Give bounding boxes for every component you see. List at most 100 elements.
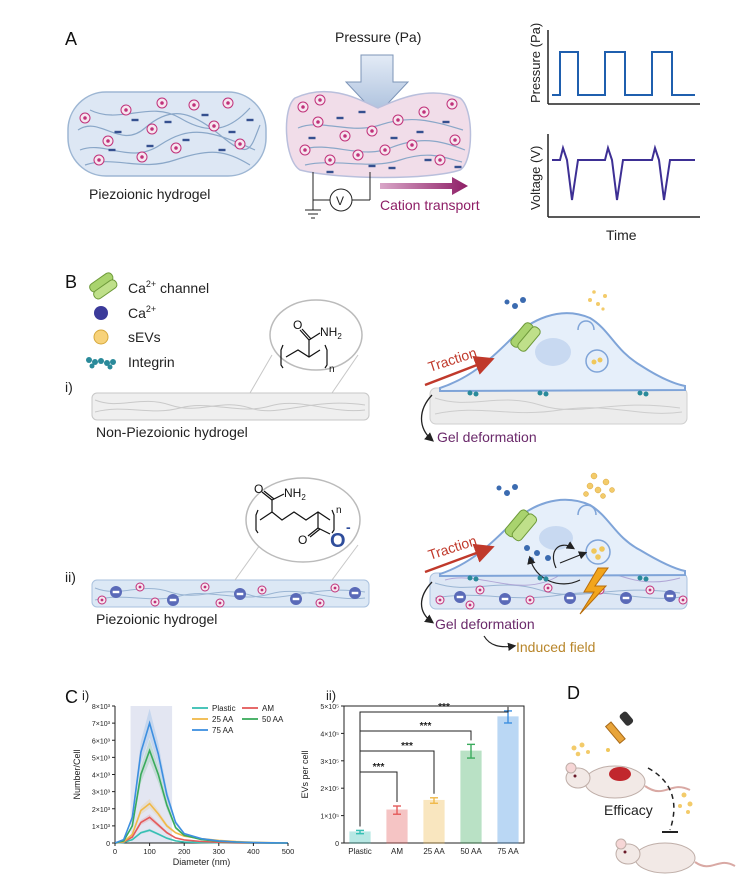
gel-deformation-label-ii: Gel deformation	[435, 616, 535, 632]
piezoionic-gel-caption: Piezoionic hydrogel	[89, 186, 210, 202]
integrin-icon	[467, 390, 649, 397]
dropper-icon	[604, 711, 634, 752]
anion-group	[110, 586, 361, 606]
x-tick-label: 100	[143, 847, 156, 856]
x-tick-label: Plastic	[348, 847, 372, 856]
cation-transport-arrow	[380, 177, 468, 195]
anion-icon	[326, 170, 334, 174]
anion-icon	[290, 593, 302, 605]
sev-icon	[93, 329, 109, 345]
y-tick-label: 1×10³	[92, 824, 111, 831]
anion-icon	[201, 113, 209, 117]
panel-d-letter: D	[567, 683, 580, 703]
cation-icon	[339, 130, 351, 142]
y-tick-label: 5×10⁵	[320, 704, 339, 711]
anion-icon	[388, 166, 396, 170]
anion-icon	[454, 591, 466, 603]
legend-ca-channel: Ca2+ channel	[89, 272, 209, 300]
chem-i-n: n	[329, 364, 335, 375]
cation-transport-label: Cation transport	[380, 197, 480, 213]
panel-d: D Efficacy	[565, 683, 736, 874]
cation-group	[79, 97, 246, 166]
chem-i-o: O	[293, 318, 302, 332]
vesicle	[585, 539, 611, 565]
cation-icon	[543, 583, 553, 593]
cation-icon	[257, 585, 267, 595]
signal-arrow	[527, 555, 581, 585]
nucleus	[539, 526, 573, 550]
anion-icon	[390, 136, 398, 140]
cation-icon	[215, 598, 225, 608]
row-i-label: i)	[65, 379, 73, 395]
cation-icon	[200, 582, 210, 592]
x-tick-label: 0	[113, 847, 117, 856]
cation-icon	[156, 97, 168, 109]
traction-arrow	[424, 543, 495, 574]
anion-group	[108, 113, 254, 152]
cation-icon	[379, 144, 391, 156]
cation-icon	[324, 154, 336, 166]
legend-label: Plastic	[212, 704, 236, 713]
cation-icon	[434, 154, 446, 166]
chem-ii-o2: O	[298, 533, 307, 547]
y-tick-label: 6×10³	[92, 738, 111, 745]
piezoionic-gel-b	[91, 579, 370, 608]
anion-icon	[308, 136, 316, 140]
y-tick-label: 1×10⁵	[320, 814, 339, 821]
voltage-plot-ylabel: Voltage (V)	[528, 146, 543, 210]
anion-icon	[167, 594, 179, 606]
lightning-icon	[579, 567, 609, 615]
exocytosis-pocket	[577, 320, 595, 331]
voltage-plot: Voltage (V) Time	[528, 134, 700, 243]
anion-icon	[234, 588, 246, 600]
cation-icon	[135, 582, 145, 592]
size-distribution-chart: 01×10³2×10³3×10³4×10³5×10³6×10³7×10³8×10…	[72, 704, 294, 867]
series-line-75-aa	[114, 720, 289, 844]
anion-icon	[620, 592, 632, 604]
cation-icon	[330, 583, 340, 593]
plot-frame	[343, 705, 525, 844]
legend-channel-ca: Ca	[128, 280, 146, 296]
integrin-icon	[467, 575, 649, 582]
chem-i-sub: 2	[337, 332, 342, 341]
cation-icon	[465, 600, 475, 610]
panel-c-letter: C	[65, 687, 78, 707]
cation-icon	[312, 116, 324, 128]
anion-icon	[499, 593, 511, 605]
cation-group	[97, 582, 340, 608]
pressure-label: Pressure (Pa)	[335, 29, 421, 45]
gel-deformation-label-i: Gel deformation	[437, 429, 537, 445]
pressure-trace	[552, 51, 695, 96]
significance-bracket	[359, 706, 509, 827]
bar-25-aa	[423, 799, 445, 844]
signal-arrow	[552, 541, 576, 569]
cation-icon	[208, 120, 220, 132]
pressure-arrow	[344, 54, 410, 116]
significance-label: ***	[401, 741, 413, 752]
deformation-arrow	[420, 581, 435, 624]
field-arrow	[483, 635, 517, 652]
cation-icon	[234, 138, 246, 150]
exocytosis-pocket	[577, 504, 597, 516]
svg-text:Ca2+ channel: Ca2+ channel	[128, 279, 209, 296]
cation-icon	[418, 106, 430, 118]
chem-i-nh: NH	[320, 325, 337, 339]
pressure-plot: Pressure (Pa)	[528, 23, 700, 105]
cation-icon	[97, 595, 107, 605]
anion-icon	[114, 130, 122, 134]
efficacy-label: Efficacy	[604, 802, 653, 818]
y-tick-label: 2×10⁵	[320, 786, 339, 793]
y-tick-label: 0	[106, 841, 110, 848]
anion-icon	[110, 586, 122, 598]
induced-field-label: Induced field	[516, 639, 595, 655]
mouse-treated-icon	[565, 762, 691, 799]
cation-icon	[352, 149, 364, 161]
x-tick-label: 300	[213, 847, 226, 856]
voltage-trace	[552, 144, 695, 201]
anion-icon	[358, 110, 366, 114]
cation-icon	[79, 112, 91, 124]
legend-ca-label: Ca	[128, 305, 146, 321]
integrin-icon	[86, 357, 116, 370]
cell-scene-ii	[420, 472, 688, 652]
